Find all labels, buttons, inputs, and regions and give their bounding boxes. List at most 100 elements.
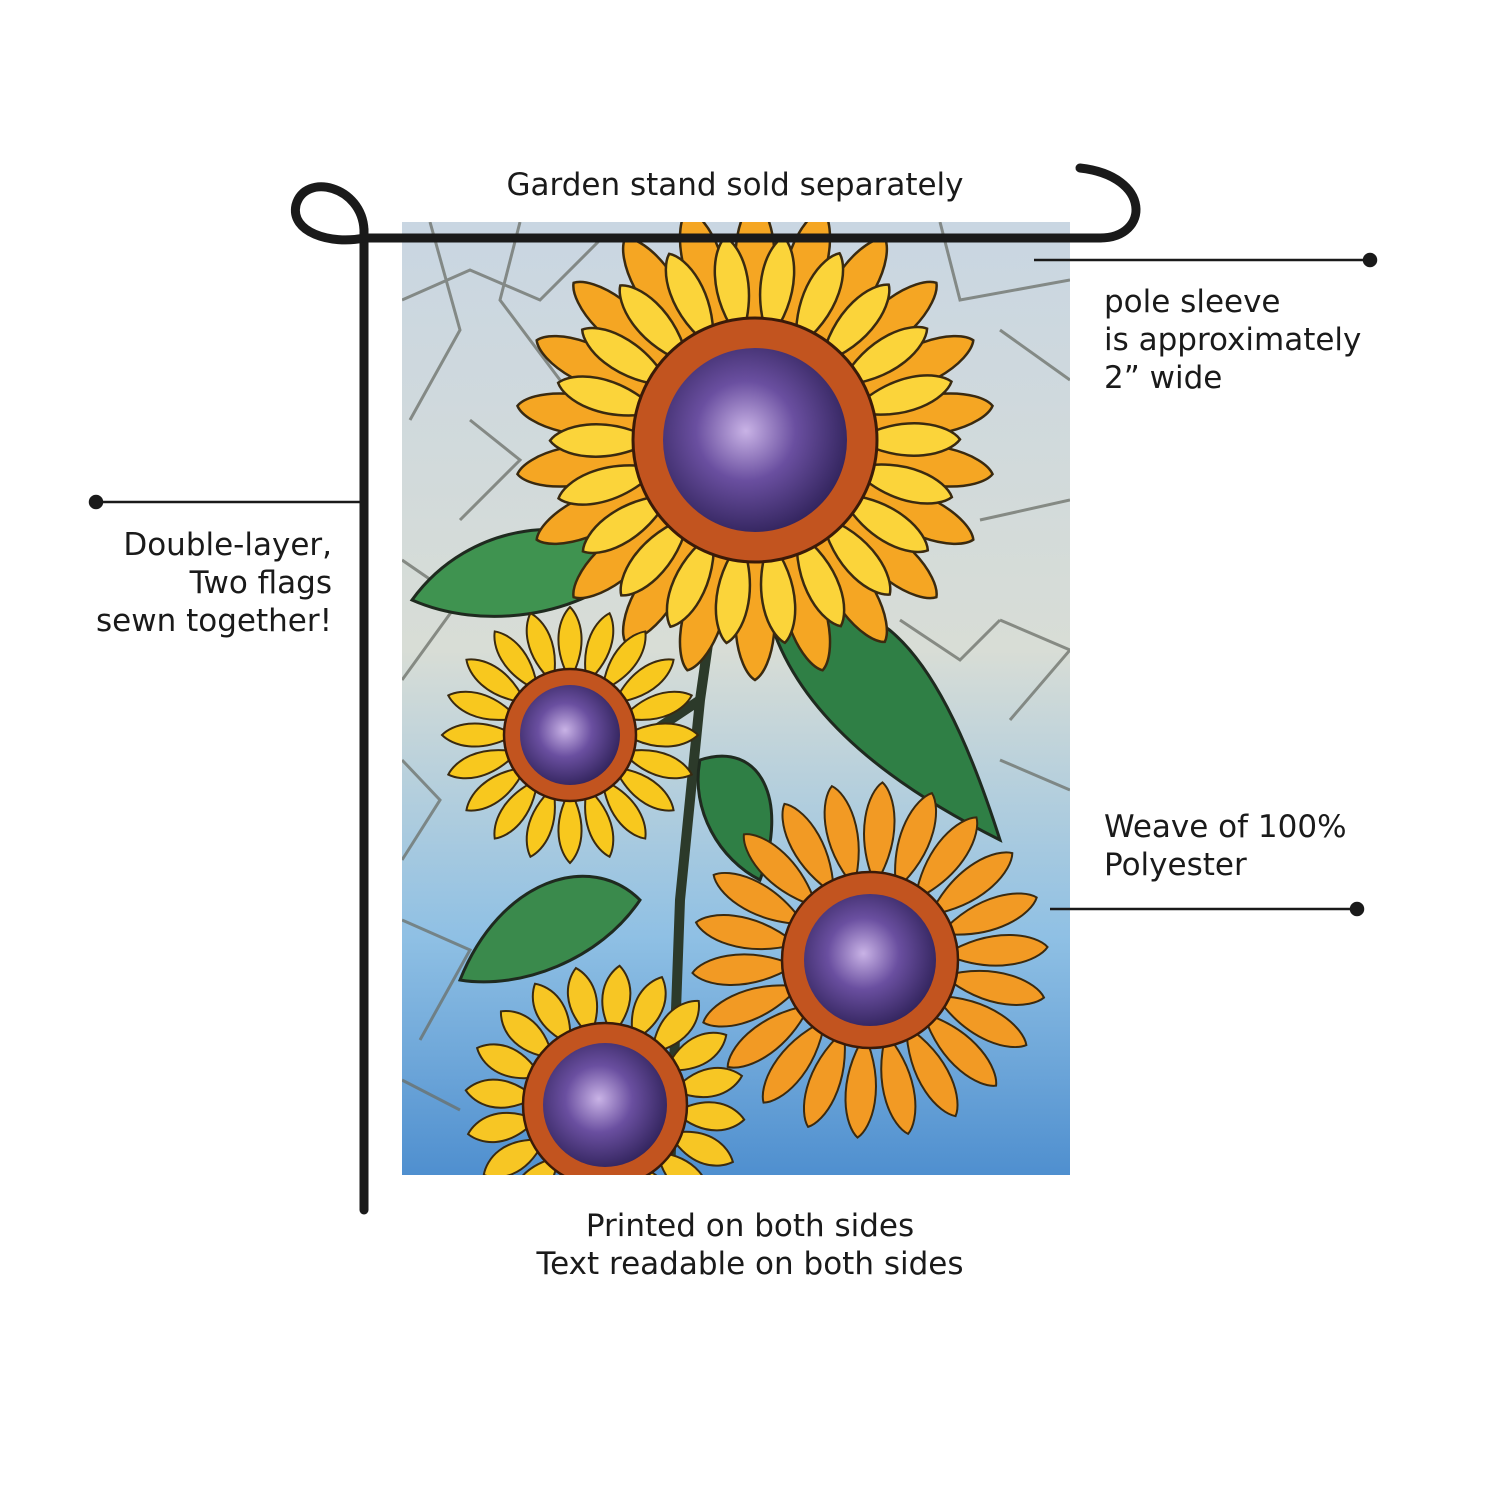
leaf	[457, 874, 642, 984]
petal	[556, 375, 662, 417]
petals	[691, 781, 1049, 1139]
petal	[482, 1138, 546, 1175]
petals	[440, 605, 700, 865]
petal	[691, 953, 798, 986]
stand-left-curl	[290, 182, 369, 245]
petal	[466, 1111, 539, 1144]
petal	[620, 690, 694, 721]
seed-center	[543, 1043, 667, 1167]
petal	[566, 966, 599, 1039]
petal	[714, 536, 752, 645]
petal	[465, 658, 528, 704]
petals	[464, 964, 746, 1175]
callout-line: Polyester	[1104, 847, 1247, 883]
petal	[761, 1018, 827, 1104]
petal	[612, 766, 675, 812]
petal	[531, 982, 572, 1046]
petal	[464, 1078, 538, 1109]
callout-line: pole sleeve	[1104, 284, 1281, 320]
leader-dot	[1349, 901, 1365, 917]
petal	[601, 777, 647, 840]
petal	[933, 994, 1028, 1049]
petal	[942, 934, 1049, 967]
petal	[584, 785, 615, 859]
petal	[581, 492, 674, 555]
petal	[446, 749, 520, 780]
petal	[618, 284, 692, 367]
sunflower-left	[440, 605, 700, 865]
petal	[913, 816, 979, 902]
leader-dot	[88, 494, 104, 510]
petal	[781, 802, 836, 897]
petal	[525, 785, 556, 859]
garden-flag	[402, 222, 1070, 1175]
double-layer-callout: Double-layer, Two flags sewn together!	[60, 526, 332, 640]
petal	[612, 658, 675, 704]
petal	[619, 513, 692, 597]
petal	[499, 1009, 555, 1060]
petal	[941, 970, 1046, 1006]
petal	[557, 787, 583, 865]
petal	[694, 914, 799, 950]
petal	[794, 251, 845, 352]
printing-note: Printed on both sides Text readable on b…	[0, 1207, 1500, 1283]
callout-line: Weave of 100%	[1104, 809, 1347, 845]
petal	[837, 492, 930, 554]
seed-center	[520, 685, 620, 785]
petal	[702, 984, 802, 1028]
callout-line: sewn together!	[96, 603, 332, 639]
stand-right-hook	[1075, 163, 1141, 243]
petal	[928, 851, 1014, 917]
petal	[601, 630, 647, 693]
petal	[759, 536, 797, 645]
petal	[818, 513, 892, 596]
callout-line: Two flags	[189, 565, 332, 601]
petal	[848, 374, 953, 416]
callout-line: Double-layer,	[123, 527, 332, 563]
garden-flag-stand-icon	[290, 163, 1141, 1215]
petal	[655, 1150, 711, 1175]
petals-outer	[516, 222, 994, 682]
petal	[622, 722, 700, 748]
petal	[904, 1023, 959, 1118]
petal	[440, 722, 518, 748]
petal	[584, 611, 615, 685]
petal	[726, 1003, 812, 1069]
petal	[818, 283, 891, 367]
petal	[525, 611, 556, 685]
petal	[548, 423, 658, 458]
petal	[844, 1032, 877, 1139]
callout-line: 2” wide	[1104, 360, 1223, 396]
petal	[667, 1130, 735, 1167]
note-line: Text readable on both sides	[536, 1246, 964, 1282]
petal	[795, 528, 846, 628]
seed-center	[804, 894, 936, 1026]
sunflower-large	[516, 222, 994, 682]
petal	[446, 690, 520, 721]
note-line: Printed on both sides	[585, 1208, 915, 1244]
petal	[630, 975, 667, 1043]
material-callout: Weave of 100% Polyester	[1104, 808, 1347, 884]
petal	[921, 1011, 998, 1087]
petal	[650, 999, 701, 1055]
petal	[894, 791, 938, 892]
petal	[836, 325, 929, 388]
sunflower-right	[691, 781, 1049, 1139]
petal	[665, 528, 716, 629]
petal	[580, 326, 673, 388]
petal	[557, 464, 662, 506]
petal	[601, 964, 632, 1038]
petal	[493, 630, 539, 693]
petal	[848, 463, 954, 505]
leader-dot	[1362, 252, 1378, 268]
seed-center	[663, 348, 847, 532]
stand-note: Garden stand sold separately	[506, 167, 964, 203]
petal	[493, 777, 539, 840]
petals-inner	[548, 235, 962, 645]
petal	[802, 1028, 846, 1129]
petal	[852, 422, 962, 457]
petal	[664, 252, 715, 352]
petal	[672, 1101, 746, 1132]
petal	[712, 871, 807, 926]
petal	[475, 1043, 543, 1080]
